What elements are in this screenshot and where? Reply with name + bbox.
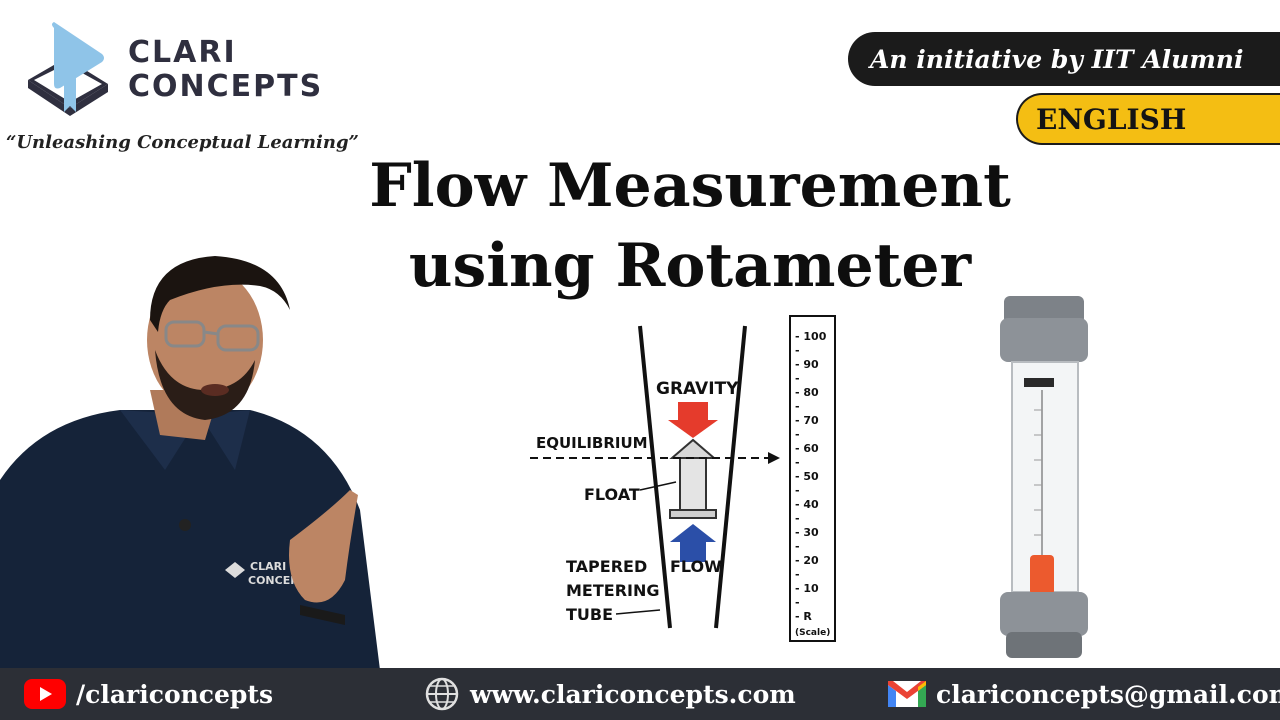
scale-box [789,315,836,642]
scale-label: - 30 [795,526,819,539]
scale-minor-tick: - [795,540,800,553]
scale-label: - R [795,610,812,623]
flow-arrow [670,524,716,562]
scale-ticks: - 100-- 90-- 80-- 70-- 60-- 50-- 40-- 30… [795,330,827,623]
website-link[interactable]: www.clariconcepts.com [424,668,796,720]
book-play-icon [28,22,108,116]
scale-caption: (Scale) [795,628,830,638]
scale-minor-tick: - [795,568,800,581]
scale-minor-tick: - [795,372,800,385]
footer-bar: /clariconcepts www.clariconcepts.com cla… [0,668,1280,720]
scale-minor-tick: - [795,428,800,441]
brand-name-line2: CONCEPTS [128,69,324,104]
scale-minor-tick: - [795,512,800,525]
scale-label: - 80 [795,386,819,399]
scale-minor-tick: - [795,400,800,413]
shirt-logo-line1: CLARI [250,560,286,573]
globe-icon [424,676,460,712]
gravity-arrow [668,402,718,438]
scale-label: - 50 [795,470,819,483]
rotameter-diagram: GRAVITY EQUILIBRIUM FLOAT FLOW TAPERED M… [530,315,836,642]
youtube-icon [24,679,66,709]
float-label: FLOAT [584,485,640,504]
flow-label: FLOW [670,557,722,576]
youtube-link[interactable]: /clariconcepts [24,668,273,720]
scale-minor-tick: - [795,596,800,609]
brand-tagline: “Unleashing Conceptual Learning” [6,132,359,153]
float-shape [669,438,717,519]
scale-label: - 20 [795,554,819,567]
website-url: www.clariconcepts.com [470,679,796,709]
presenter-image: CLARI CONCEPTS [0,256,380,670]
language-badge: ENGLISH [1016,93,1280,145]
gmail-icon [888,679,926,709]
scale-minor-tick: - [795,344,800,357]
tube-label-line3: TUBE [566,605,613,624]
title-line1: Flow Measurement [369,151,1011,221]
email-link[interactable]: clariconcepts@gmail.com [888,668,1280,720]
title-line2: using Rotameter [408,231,972,301]
youtube-handle: /clariconcepts [76,679,274,709]
scale-label: - 60 [795,442,819,455]
tube-label-line1: TAPERED [566,557,647,576]
scale-label: - 70 [795,414,819,427]
scale-minor-tick: - [795,484,800,497]
page-title: Flow Measurement using Rotameter [300,146,1080,306]
brand-logo: CLARI CONCEPTS [24,22,344,122]
scale-label: - 90 [795,358,819,371]
scale-label: - 40 [795,498,819,511]
initiative-badge: An initiative by IIT Alumni [848,32,1280,86]
email-address: clariconcepts@gmail.com [936,679,1280,709]
rotameter-photo [1000,296,1088,658]
scale-minor-tick: - [795,456,800,469]
gravity-label: GRAVITY [656,379,739,399]
equilibrium-label: EQUILIBRIUM [536,434,648,452]
tube-label-line2: METERING [566,581,660,600]
brand-name-line1: CLARI [128,35,237,70]
scale-label: - 10 [795,582,819,595]
scale-label: - 100 [795,330,827,343]
